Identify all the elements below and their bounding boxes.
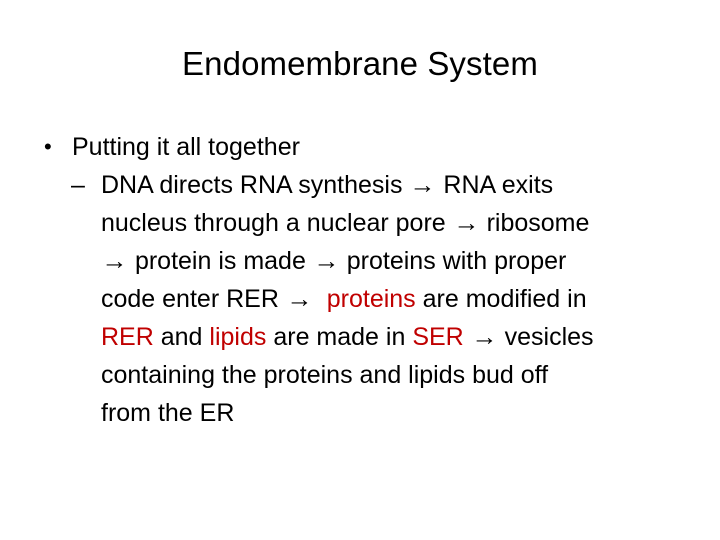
paragraph-line: DNA directs RNA synthesis → RNA exits [101,166,720,204]
text-run: nucleus through a nuclear pore [101,209,453,237]
text-run: are modified in [415,285,587,313]
text-run: RNA exits [436,171,554,199]
paragraph-line: from the ER [101,394,720,432]
text-run: proteins [326,285,416,313]
bullet-level1-text: Putting it all together [72,133,300,161]
paragraph-line: RER and lipids are made in SER → vesicle… [101,318,720,356]
text-run: lipids [209,323,267,351]
text-run: code enter RER [101,285,286,313]
text-run: proteins with proper [339,247,567,275]
text-run: ribosome [479,209,590,237]
arrow-right-icon: → [471,323,498,351]
page-title: Endomembrane System [182,45,538,82]
arrow-right-icon: → [286,285,313,313]
text-run: are made in [266,323,413,351]
paragraph-line: nucleus through a nuclear pore → ribosom… [101,204,720,242]
bullet-dash-icon: – [71,171,85,199]
text-run: from the ER [101,399,235,427]
arrow-right-icon: → [313,247,340,275]
slide-body: • Putting it all together – DNA directs … [0,128,720,432]
paragraph-line: → protein is made → proteins with proper [101,242,720,280]
paragraph-line: code enter RER → proteins are modified i… [101,280,720,318]
arrow-right-icon: → [409,171,437,199]
text-run: RER [101,323,154,351]
text-run: protein is made [128,247,313,275]
text-run: and [153,323,210,351]
bullet-dot-icon: • [44,134,52,159]
text-run: containing the proteins and lipids bud o… [101,361,549,389]
text-run: DNA directs RNA synthesis [101,171,410,199]
text-run [313,285,327,313]
arrow-right-icon: → [453,209,480,237]
arrow-right-icon: → [101,247,128,275]
text-run: SER [412,323,464,351]
text-run: vesicles [497,323,594,351]
bullet-item-level1: • Putting it all together [0,128,720,166]
paragraph-line: containing the proteins and lipids bud o… [101,356,720,394]
